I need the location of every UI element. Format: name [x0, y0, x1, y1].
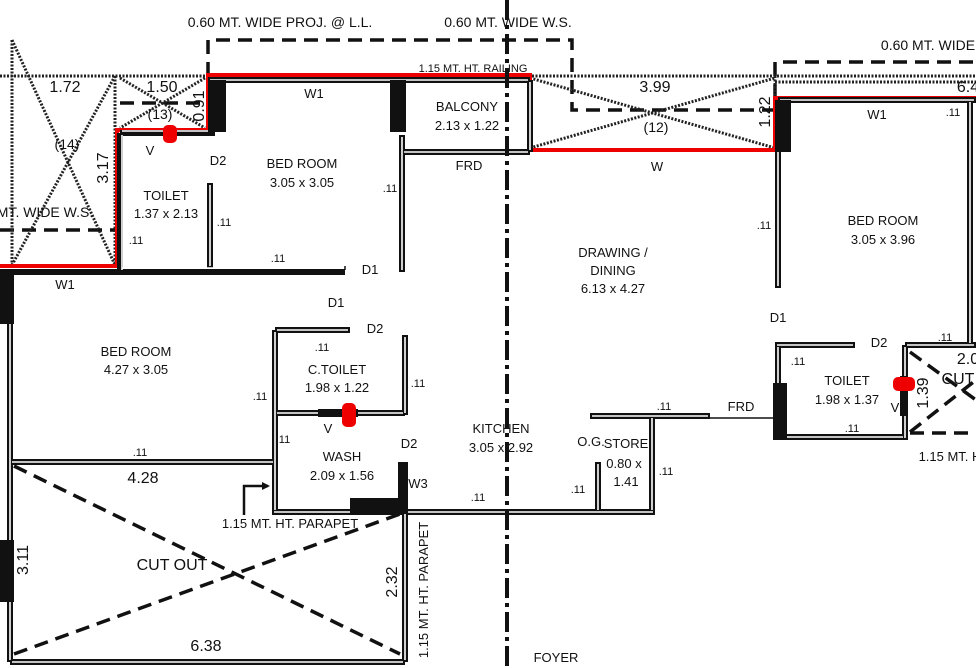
dim-0-91: 0.91	[191, 90, 208, 121]
room-toilet1-name: TOILET	[143, 188, 188, 203]
tag-door-d2-toilet2: D2	[871, 335, 888, 350]
tag-door-d1-bed2: D1	[770, 310, 787, 325]
tag-window-w1: W1	[304, 86, 324, 101]
room-toilet1-size: 1.37 x 2.13	[134, 206, 198, 221]
tag-door-d2-ctoilet: D2	[367, 321, 384, 336]
note-ws-left: MT. WIDE W.S.	[0, 204, 93, 220]
svg-text:.11: .11	[253, 391, 267, 403]
room-wash-size: 2.09 x 1.56	[310, 468, 374, 483]
room-balcony-size: 2.13 x 1.22	[435, 118, 499, 133]
tag-14: (14)	[55, 136, 80, 152]
parapet-arrow	[242, 482, 270, 515]
note-ws-top: 0.60 MT. WIDE W.S.	[444, 14, 572, 30]
dim-3-17: 3.17	[95, 152, 112, 183]
tag-door-frd-toilet: FRD	[728, 399, 755, 414]
room-bed3-name: BED ROOM	[101, 344, 172, 359]
room-store-name: STORE	[604, 436, 649, 451]
dim-1-50: 1.50	[146, 79, 177, 96]
room-store-size1: 0.80 x	[606, 456, 642, 471]
note-parapet-right: 1.15 MT. H	[919, 449, 976, 464]
room-toilet2-name: TOILET	[824, 373, 869, 388]
tag-door-d1-bed3: D1	[328, 295, 345, 310]
room-store-prefix: O.G.	[577, 434, 604, 449]
room-cutout-right-dim: 2.0	[957, 351, 976, 368]
room-bed3-size: 4.27 x 3.05	[104, 362, 168, 377]
room-store-size2: 1.41	[613, 474, 638, 489]
room-wash-name: WASH	[323, 449, 362, 464]
dim-1-72: 1.72	[49, 79, 80, 96]
tag-window-w1-left: W1	[55, 277, 75, 292]
svg-text:.11: .11	[315, 342, 329, 354]
tag-v-wash: V	[324, 421, 333, 436]
room-drawing-size: 6.13 x 4.27	[581, 281, 645, 296]
dim-3-99: 3.99	[639, 79, 670, 96]
dim-1-39: 1.39	[915, 377, 932, 408]
dim-6-4: 6.4	[957, 79, 976, 96]
dim-6-38: 6.38	[190, 638, 221, 655]
wash-basin-icon	[163, 125, 915, 427]
room-kitchen-size: 3.05 x 2.92	[469, 440, 533, 455]
tag-door-d2-wash: D2	[401, 436, 418, 451]
svg-text:.11: .11	[571, 484, 585, 496]
tag-door-d1-bed1: D1	[362, 262, 379, 277]
dim-1-22: 1.22	[757, 96, 774, 127]
svg-text:.11: .11	[129, 235, 143, 247]
note-railing: 1.15 MT. HT. RAILING	[419, 63, 528, 75]
room-ctoilet-name: C.TOILET	[308, 362, 366, 377]
room-balcony-name: BALCONY	[436, 99, 498, 114]
svg-text:.11: .11	[471, 492, 485, 504]
room-ctoilet-size: 1.98 x 1.22	[305, 380, 369, 395]
svg-text:.11: .11	[938, 332, 952, 344]
room-bed1-size: 3.05 x 3.05	[270, 175, 334, 190]
projection-outlines	[0, 38, 976, 232]
note-parapet-vertical: 1.15 MT. HT. PARAPET	[416, 522, 431, 658]
svg-text:.11: .11	[657, 401, 671, 413]
room-drawing-name1: DRAWING /	[578, 245, 648, 260]
room-bed2-size: 3.05 x 3.96	[851, 232, 915, 247]
room-cutout-right-name: CUT	[942, 371, 975, 388]
room-bed1-name: BED ROOM	[267, 156, 338, 171]
tag-door-d2-toilet1: D2	[210, 153, 227, 168]
svg-text:.11: .11	[845, 423, 859, 435]
dim-3-11: 3.11	[15, 545, 32, 575]
tag-window-w3: W3	[408, 476, 428, 491]
tag-v-toilet2: V	[891, 400, 900, 415]
room-drawing-name2: DINING	[590, 263, 636, 278]
dim-4-28: 4.28	[127, 470, 158, 487]
note-proj-ll: 0.60 MT. WIDE PROJ. @ L.L.	[188, 14, 373, 30]
note-parapet-wash: 1.15 MT. HT. PARAPET	[222, 516, 358, 531]
svg-text:.11: .11	[411, 378, 425, 390]
tag-v-toilet1: V	[146, 143, 155, 158]
tag-window-w1-right: W1	[867, 107, 887, 122]
room-toilet2-size: 1.98 x 1.37	[815, 392, 879, 407]
tag-door-frd-balcony: FRD	[456, 158, 483, 173]
svg-text:.11: .11	[383, 183, 397, 195]
walls	[0, 77, 976, 665]
room-foyer-name: FOYER	[534, 650, 579, 665]
svg-text:.11: .11	[276, 434, 290, 446]
dim-2-32: 2.32	[384, 566, 401, 597]
room-kitchen-name: KITCHEN	[472, 421, 529, 436]
wall-thickness-labels: .11 .11 .11 .11 .11 .11 .11 .11 .11 .11 …	[129, 107, 960, 504]
note-wide-right: 0.60 MT. WIDE	[881, 37, 975, 53]
svg-text:.11: .11	[217, 217, 231, 229]
tag-window-w: W	[651, 159, 664, 174]
svg-text:.11: .11	[791, 356, 805, 368]
tag-13: (13)	[148, 106, 173, 122]
svg-text:.11: .11	[946, 107, 960, 119]
svg-text:.11: .11	[133, 447, 147, 459]
cutout-cross	[13, 350, 976, 656]
room-cutout-name: CUT OUT	[137, 557, 208, 574]
svg-text:.11: .11	[271, 253, 285, 265]
svg-text:.11: .11	[757, 220, 771, 232]
room-bed2-name: BED ROOM	[848, 213, 919, 228]
tag-12: (12)	[644, 119, 669, 135]
svg-text:.11: .11	[659, 466, 673, 478]
